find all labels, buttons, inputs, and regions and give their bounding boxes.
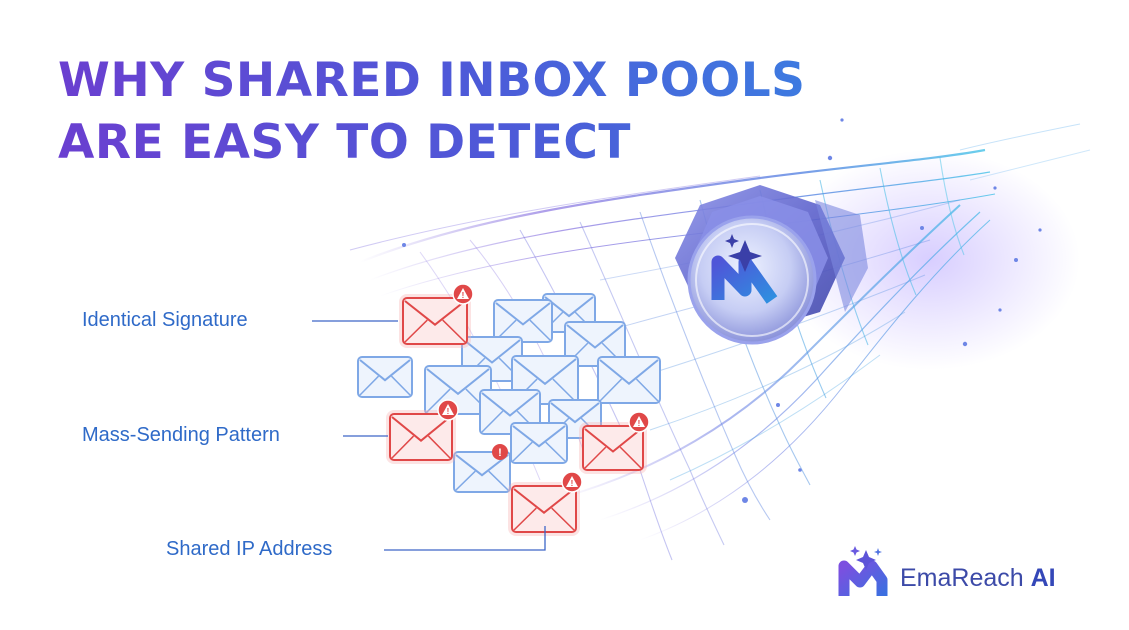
- warning-icon: !: [628, 411, 650, 433]
- sparkle-dots: [402, 118, 1042, 503]
- alert-envelope-icon: [508, 482, 580, 536]
- envelope-icon: [510, 422, 568, 464]
- alert-envelope-icon: [399, 294, 471, 348]
- envelope-icon: [357, 356, 413, 398]
- brand-ai-suffix: AI: [1030, 564, 1056, 592]
- callout-shared-ip-address: Shared IP Address: [166, 538, 333, 560]
- emareach-logo-large: [711, 234, 778, 304]
- svg-text:!: !: [498, 447, 502, 459]
- svg-text:!: !: [638, 419, 641, 428]
- warning-icon: !: [492, 444, 508, 460]
- title-line-1: WHY SHARED INBOX POOLS: [58, 50, 806, 112]
- envelope-icon: [453, 451, 511, 493]
- svg-text:!: !: [571, 479, 574, 488]
- callout-mass-sending-pattern: Mass-Sending Pattern: [82, 424, 280, 446]
- warning-icon: !: [561, 471, 583, 493]
- callout-leaders: [312, 320, 546, 551]
- brand-wordmark: EmaReach: [900, 564, 1024, 592]
- title-line-2: ARE EASY TO DETECT: [58, 112, 806, 174]
- alert-envelope-icon: [579, 422, 647, 474]
- warning-icon: !: [437, 399, 459, 421]
- warning-icon: !: [452, 283, 474, 305]
- page-title: WHY SHARED INBOX POOLS ARE EASY TO DETEC…: [58, 50, 806, 174]
- envelope-icon: [493, 299, 553, 343]
- brand-name: EmaReach AI: [900, 564, 1056, 593]
- svg-text:!: !: [462, 291, 465, 300]
- callout-identical-signature: Identical Signature: [82, 309, 248, 331]
- brand: EmaReach AI: [838, 544, 1098, 608]
- svg-text:!: !: [447, 407, 450, 416]
- emareach-logo: [838, 546, 888, 596]
- envelope-icon: [597, 356, 661, 404]
- hex-nut: [675, 185, 868, 345]
- envelope-cluster: ! ! ! ! !: [357, 283, 661, 536]
- alert-envelope-icon: [386, 410, 456, 464]
